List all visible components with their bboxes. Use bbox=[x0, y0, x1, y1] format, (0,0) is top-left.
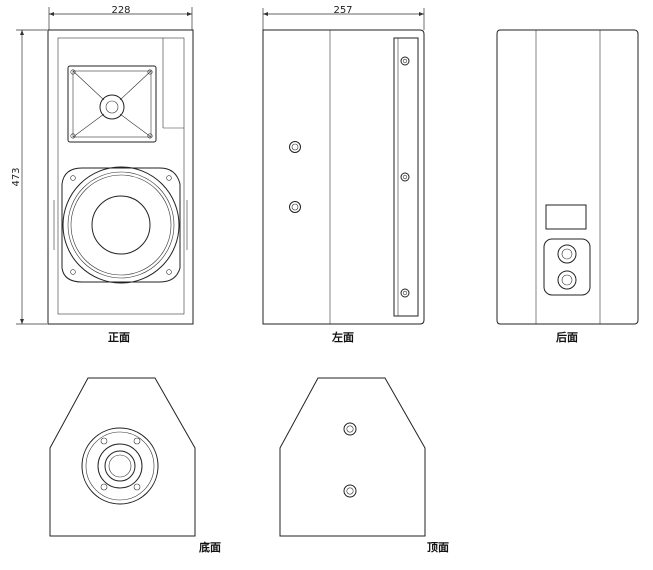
speakon-connector-1 bbox=[557, 244, 577, 264]
top-view-label: 顶面 bbox=[427, 541, 449, 554]
front-view: 228 473 bbox=[11, 5, 194, 344]
width-dimension-text: 228 bbox=[111, 5, 130, 16]
bottom-view-label: 底面 bbox=[199, 540, 221, 554]
mount-point-lower bbox=[289, 201, 301, 213]
left-view: 257 左面 bbox=[262, 5, 425, 344]
top-mount-point-2 bbox=[343, 484, 357, 498]
width-dimension: 228 bbox=[48, 5, 193, 30]
mount-point-upper bbox=[289, 141, 301, 153]
back-cabinet bbox=[496, 29, 639, 325]
left-view-label: 左面 bbox=[331, 330, 354, 344]
bottom-outline bbox=[49, 377, 196, 537]
front-cabinet bbox=[47, 29, 194, 325]
horn-tweeter bbox=[67, 65, 157, 143]
top-outline bbox=[279, 377, 426, 537]
height-dimension: 473 bbox=[11, 29, 47, 325]
top-view: 顶面 bbox=[279, 377, 449, 554]
back-view: 后面 bbox=[496, 29, 639, 344]
woofer bbox=[61, 166, 181, 284]
handle-rail bbox=[393, 37, 419, 317]
top-mount-point-1 bbox=[343, 422, 357, 436]
speakon-connector-2 bbox=[557, 270, 577, 290]
depth-dimension: 257 bbox=[262, 5, 425, 30]
back-view-label: 后面 bbox=[556, 330, 578, 344]
label-plate bbox=[545, 204, 587, 230]
connector-panel bbox=[543, 238, 591, 296]
depth-dimension-text: 257 bbox=[333, 5, 352, 16]
height-dimension-text: 473 bbox=[11, 167, 22, 186]
bottom-port-flange bbox=[81, 427, 159, 505]
side-cabinet bbox=[262, 29, 425, 325]
front-grille-frame bbox=[57, 37, 185, 315]
bottom-view: 底面 bbox=[49, 377, 221, 554]
front-view-label: 正面 bbox=[108, 331, 130, 344]
